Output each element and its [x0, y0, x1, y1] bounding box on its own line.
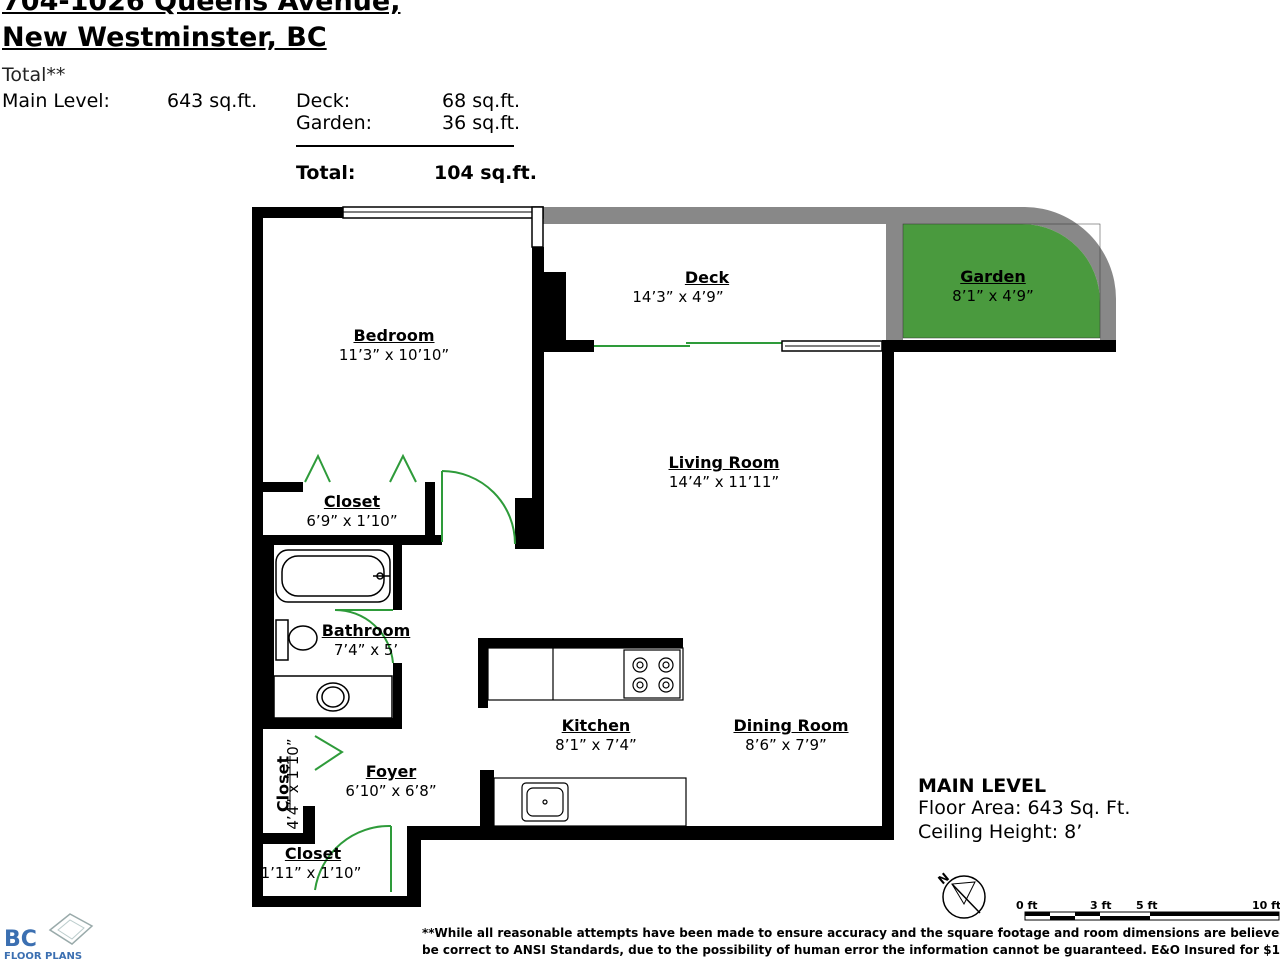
- scale-label-5: 5 ft: [1136, 899, 1158, 912]
- address-line-1: 704-1026 Queens Avenue,: [2, 0, 401, 17]
- main-level-title: MAIN LEVEL: [918, 775, 1047, 797]
- bottom-closet-dims: 1’11” x 1’10”: [260, 864, 362, 882]
- sum-value: 104 sq.ft.: [434, 162, 537, 184]
- bottom-closet-name: Closet: [284, 844, 342, 863]
- summary-divider: [296, 145, 514, 147]
- foyer-dims: 6’10” x 6’8”: [345, 782, 437, 800]
- wall-bath-left: [263, 538, 274, 728]
- garden-dims: 8’1” x 4’9”: [952, 287, 1034, 305]
- bc-floor-plans-logo: BC FLOOR PLANS: [4, 913, 94, 960]
- wall-closet-divider: [263, 833, 313, 844]
- living-room-name: Living Room: [668, 453, 780, 472]
- swing-doors: [314, 470, 516, 892]
- scale-label-10: 10 ft: [1252, 899, 1280, 912]
- wall-closet-bottom: [263, 535, 442, 545]
- main-level-value: 643 sq.ft.: [167, 90, 258, 112]
- wall-deck-left: [566, 340, 594, 352]
- wall-deck-right: [882, 340, 1116, 352]
- kitchen-fixtures: [487, 647, 687, 827]
- deck-sliding-door: [594, 340, 883, 352]
- wall-bath-right-lower: [393, 663, 402, 729]
- bedroom-dims: 11’3” x 10’10”: [338, 346, 450, 364]
- main-level-ceiling: Ceiling Height: 8’: [918, 821, 1083, 843]
- wall-top-left: [252, 207, 343, 218]
- kitchen-name: Kitchen: [561, 716, 631, 735]
- garden-name: Garden: [960, 267, 1026, 286]
- disclaimer-line-1: **While all reasonable attempts have bee…: [422, 926, 1280, 940]
- bathroom-fixtures: [273, 549, 393, 719]
- garden-area-value: 36 sq.ft.: [442, 112, 521, 134]
- logo-mark: BC: [4, 927, 37, 952]
- wall-bottom: [252, 896, 407, 907]
- wall-deck-pillar: [544, 272, 566, 352]
- garden-area: [903, 224, 1101, 338]
- address-line-2: New Westminster, BC: [2, 22, 327, 53]
- scale-label-3: 3 ft: [1090, 899, 1112, 912]
- bathroom-dims: 7’4” x 5’: [333, 641, 399, 659]
- sum-label: Total:: [296, 162, 356, 184]
- deck-area-value: 68 sq.ft.: [442, 90, 521, 112]
- scale-label-0: 0 ft: [1016, 899, 1038, 912]
- disclaimer-line-2: be correct to ANSI Standards, due to the…: [422, 943, 1280, 957]
- logo-text: FLOOR PLANS: [4, 951, 82, 960]
- main-level-label: Main Level:: [2, 90, 110, 112]
- wall-left: [252, 207, 263, 907]
- living-room-dims: 14’4” x 11’11”: [668, 473, 780, 491]
- compass: N: [935, 870, 986, 919]
- bedroom-name: Bedroom: [353, 326, 435, 345]
- kitchen-dims: 8’1” x 7’4”: [555, 736, 637, 754]
- walls: [252, 207, 1116, 907]
- bedroom-closet-dims: 6’9” x 1’10”: [306, 512, 398, 530]
- wall-bath-right-upper: [393, 538, 402, 610]
- deck-garden-divider: [886, 224, 903, 342]
- foyer-name: Foyer: [365, 762, 417, 781]
- main-level-floor-area: Floor Area: 643 Sq. Ft.: [918, 797, 1131, 819]
- side-closet-dims: 4’4” x 1’10”: [284, 738, 302, 830]
- kitchen-counter-left-wall: [478, 638, 488, 708]
- wall-closet-top-left: [263, 482, 303, 492]
- kitchen-counter-top-wall: [478, 638, 683, 648]
- wall-front: [407, 826, 894, 840]
- wall-right: [882, 340, 894, 840]
- bedroom-window-corner: [531, 206, 544, 248]
- terrace-wall: [543, 207, 1116, 342]
- compass-north-label: N: [935, 870, 952, 887]
- bedroom-closet-name: Closet: [323, 492, 381, 511]
- dining-room-name: Dining Room: [733, 716, 849, 735]
- wall-bath-bottom: [263, 718, 402, 729]
- garden-area-label: Garden:: [296, 112, 373, 134]
- wall-kitchen-lower-stub: [480, 770, 494, 830]
- total-label: Total**: [2, 64, 66, 86]
- wall-bedroom-right: [532, 247, 544, 549]
- bedroom-closet-doors: [304, 453, 417, 771]
- garden-outline: [902, 223, 1101, 339]
- wall-bedroom-stub: [515, 498, 544, 549]
- deck-area-label: Deck:: [296, 90, 351, 112]
- wall-front-jamb: [407, 826, 421, 907]
- dining-room-dims: 8’6” x 7’9”: [745, 736, 827, 754]
- bathroom-name: Bathroom: [321, 621, 411, 640]
- deck-name: Deck: [684, 268, 730, 287]
- wall-closet-right-jamb: [425, 482, 435, 542]
- deck-dims: 14’3” x 4’9”: [632, 288, 724, 306]
- scale-bar: 0 ft 3 ft 5 ft 10 ft: [1016, 899, 1280, 921]
